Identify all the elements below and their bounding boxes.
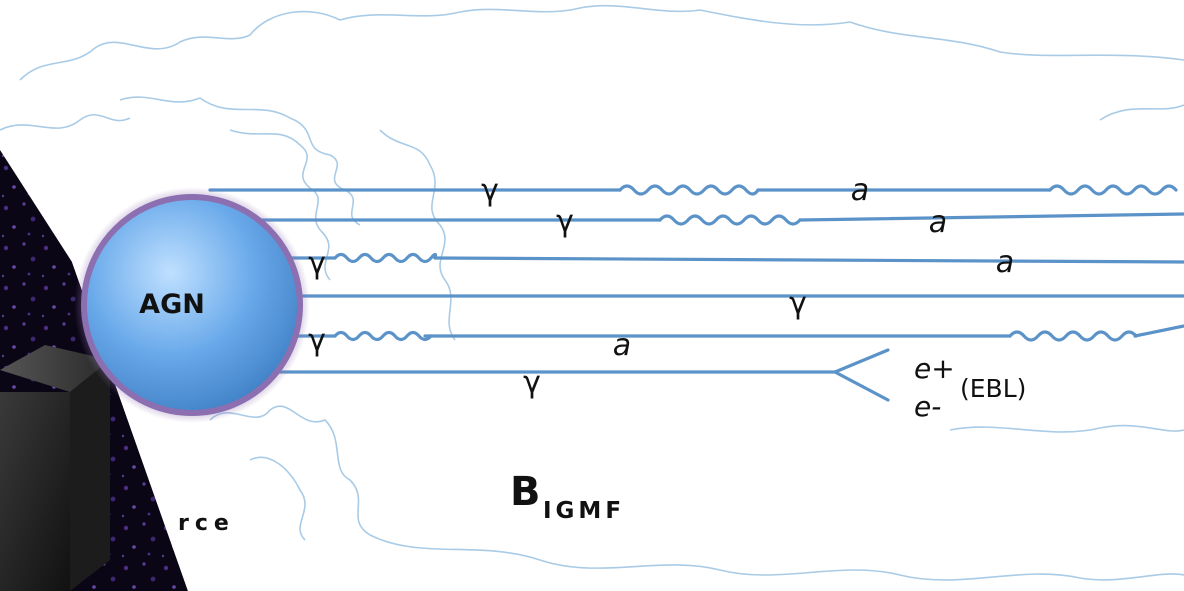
particle-labels: γ γ γ γ γ γ a a a a <box>308 173 1014 400</box>
gamma-label-5: γ <box>308 323 326 358</box>
cloud-outline-lower <box>209 405 1184 581</box>
field-label-sub: IGMF <box>543 498 625 524</box>
ebl-label: (EBL) <box>960 374 1026 403</box>
cube-front <box>0 392 70 591</box>
agn-label: AGN <box>139 289 205 320</box>
agn-source: AGN <box>74 187 310 423</box>
pair-split-upper <box>833 348 890 374</box>
cloud-outline-left <box>0 114 131 131</box>
cube-top <box>0 345 110 392</box>
gamma-label-4: γ <box>789 286 807 321</box>
beam-1-wave-2 <box>1048 184 1178 196</box>
axion-label-4: a <box>613 328 631 363</box>
beam-5-wave-2 <box>1008 330 1138 342</box>
cube-side <box>70 360 110 591</box>
field-label-main: B <box>510 469 541 515</box>
partial-source-label: rce <box>178 511 235 536</box>
gamma-label-3: γ <box>308 246 326 281</box>
gamma-label-2: γ <box>556 204 574 239</box>
beam-1-wave-1 <box>618 184 760 196</box>
beam-5-wave-1 <box>333 330 433 342</box>
axion-label-2: a <box>929 205 947 240</box>
igmf-cloud-outlines <box>0 4 1184 581</box>
cloud-outline-bottom-right <box>949 424 1184 433</box>
beam-2-wave-1 <box>658 214 802 226</box>
axion-label-1: a <box>851 173 869 208</box>
cloud-outline-lower-inner <box>249 456 306 541</box>
cloud-outline-right <box>1099 104 1184 121</box>
electron-label: e- <box>914 390 941 423</box>
beam-lines <box>208 184 1184 402</box>
agn-sphere <box>81 194 303 416</box>
pair-production-labels: e+ e- (EBL) <box>914 352 1026 423</box>
positron-label: e+ <box>914 352 955 385</box>
gamma-label-1: γ <box>481 173 499 208</box>
gamma-label-6: γ <box>523 365 541 400</box>
cloud-outline-wiggle-1 <box>229 129 331 281</box>
cloud-outline-wiggle-2 <box>379 129 456 341</box>
field-label: B IGMF <box>510 469 625 524</box>
beam-line-2 <box>253 212 1184 222</box>
beam-3-wave-1 <box>333 252 438 264</box>
pair-split-lower <box>833 370 890 402</box>
cloud-outline-upper <box>19 4 1184 81</box>
axion-label-3: a <box>996 245 1014 280</box>
